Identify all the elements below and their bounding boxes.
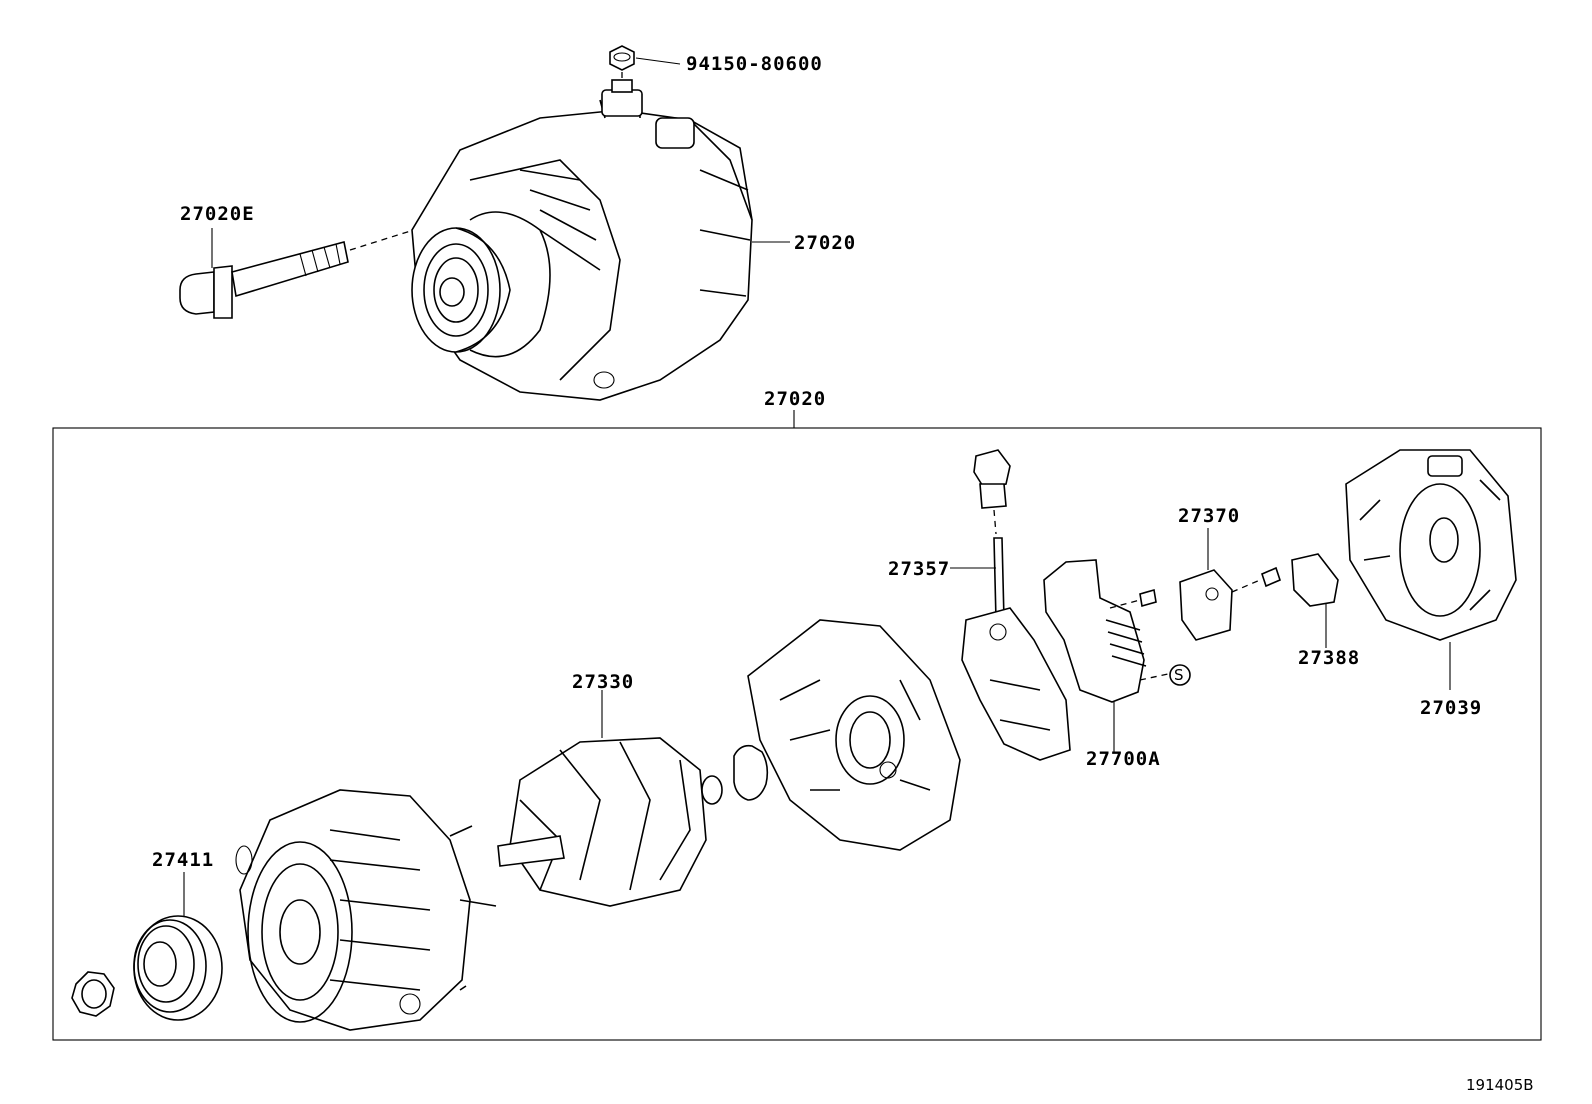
label-94150-80600: 94150-80600 bbox=[686, 53, 823, 75]
label-27020E: 27020E bbox=[180, 203, 255, 225]
alternator-assembly-drawing bbox=[411, 79, 790, 401]
rear-end-frame-drawing bbox=[747, 619, 961, 851]
drive-end-frame-drawing bbox=[235, 789, 497, 1031]
figure-number: 191405B bbox=[1466, 1076, 1534, 1094]
label-27700A: 27700A bbox=[1086, 748, 1161, 770]
standard-part-symbol bbox=[1169, 664, 1191, 686]
terminal-cap-drawing bbox=[950, 449, 1011, 621]
through-bolt-drawing bbox=[179, 227, 421, 319]
rear-cover-drawing bbox=[1345, 449, 1517, 690]
label-27039: 27039 bbox=[1420, 697, 1482, 719]
label-27370: 27370 bbox=[1178, 505, 1240, 527]
label-27330: 27330 bbox=[572, 671, 634, 693]
label-27388: 27388 bbox=[1298, 647, 1360, 669]
standard-part-symbol-text: S bbox=[1174, 666, 1184, 684]
rectifier-drawing bbox=[961, 607, 1071, 761]
pulley-nut-drawing bbox=[71, 971, 115, 1017]
voltage-regulator-drawing bbox=[1043, 559, 1169, 752]
insulator-drawing bbox=[1291, 553, 1339, 648]
assembly-frame bbox=[52, 427, 1542, 1041]
rotor-drawing bbox=[497, 690, 723, 907]
label-27357: 27357 bbox=[888, 558, 950, 580]
brush-holder-drawing bbox=[1179, 528, 1281, 641]
label-27411: 27411 bbox=[152, 849, 214, 871]
pulley-drawing bbox=[133, 872, 223, 1021]
assembly-label-27020: 27020 bbox=[764, 388, 826, 410]
spacer-ring-drawing bbox=[733, 744, 769, 801]
label-27020-top: 27020 bbox=[794, 232, 856, 254]
